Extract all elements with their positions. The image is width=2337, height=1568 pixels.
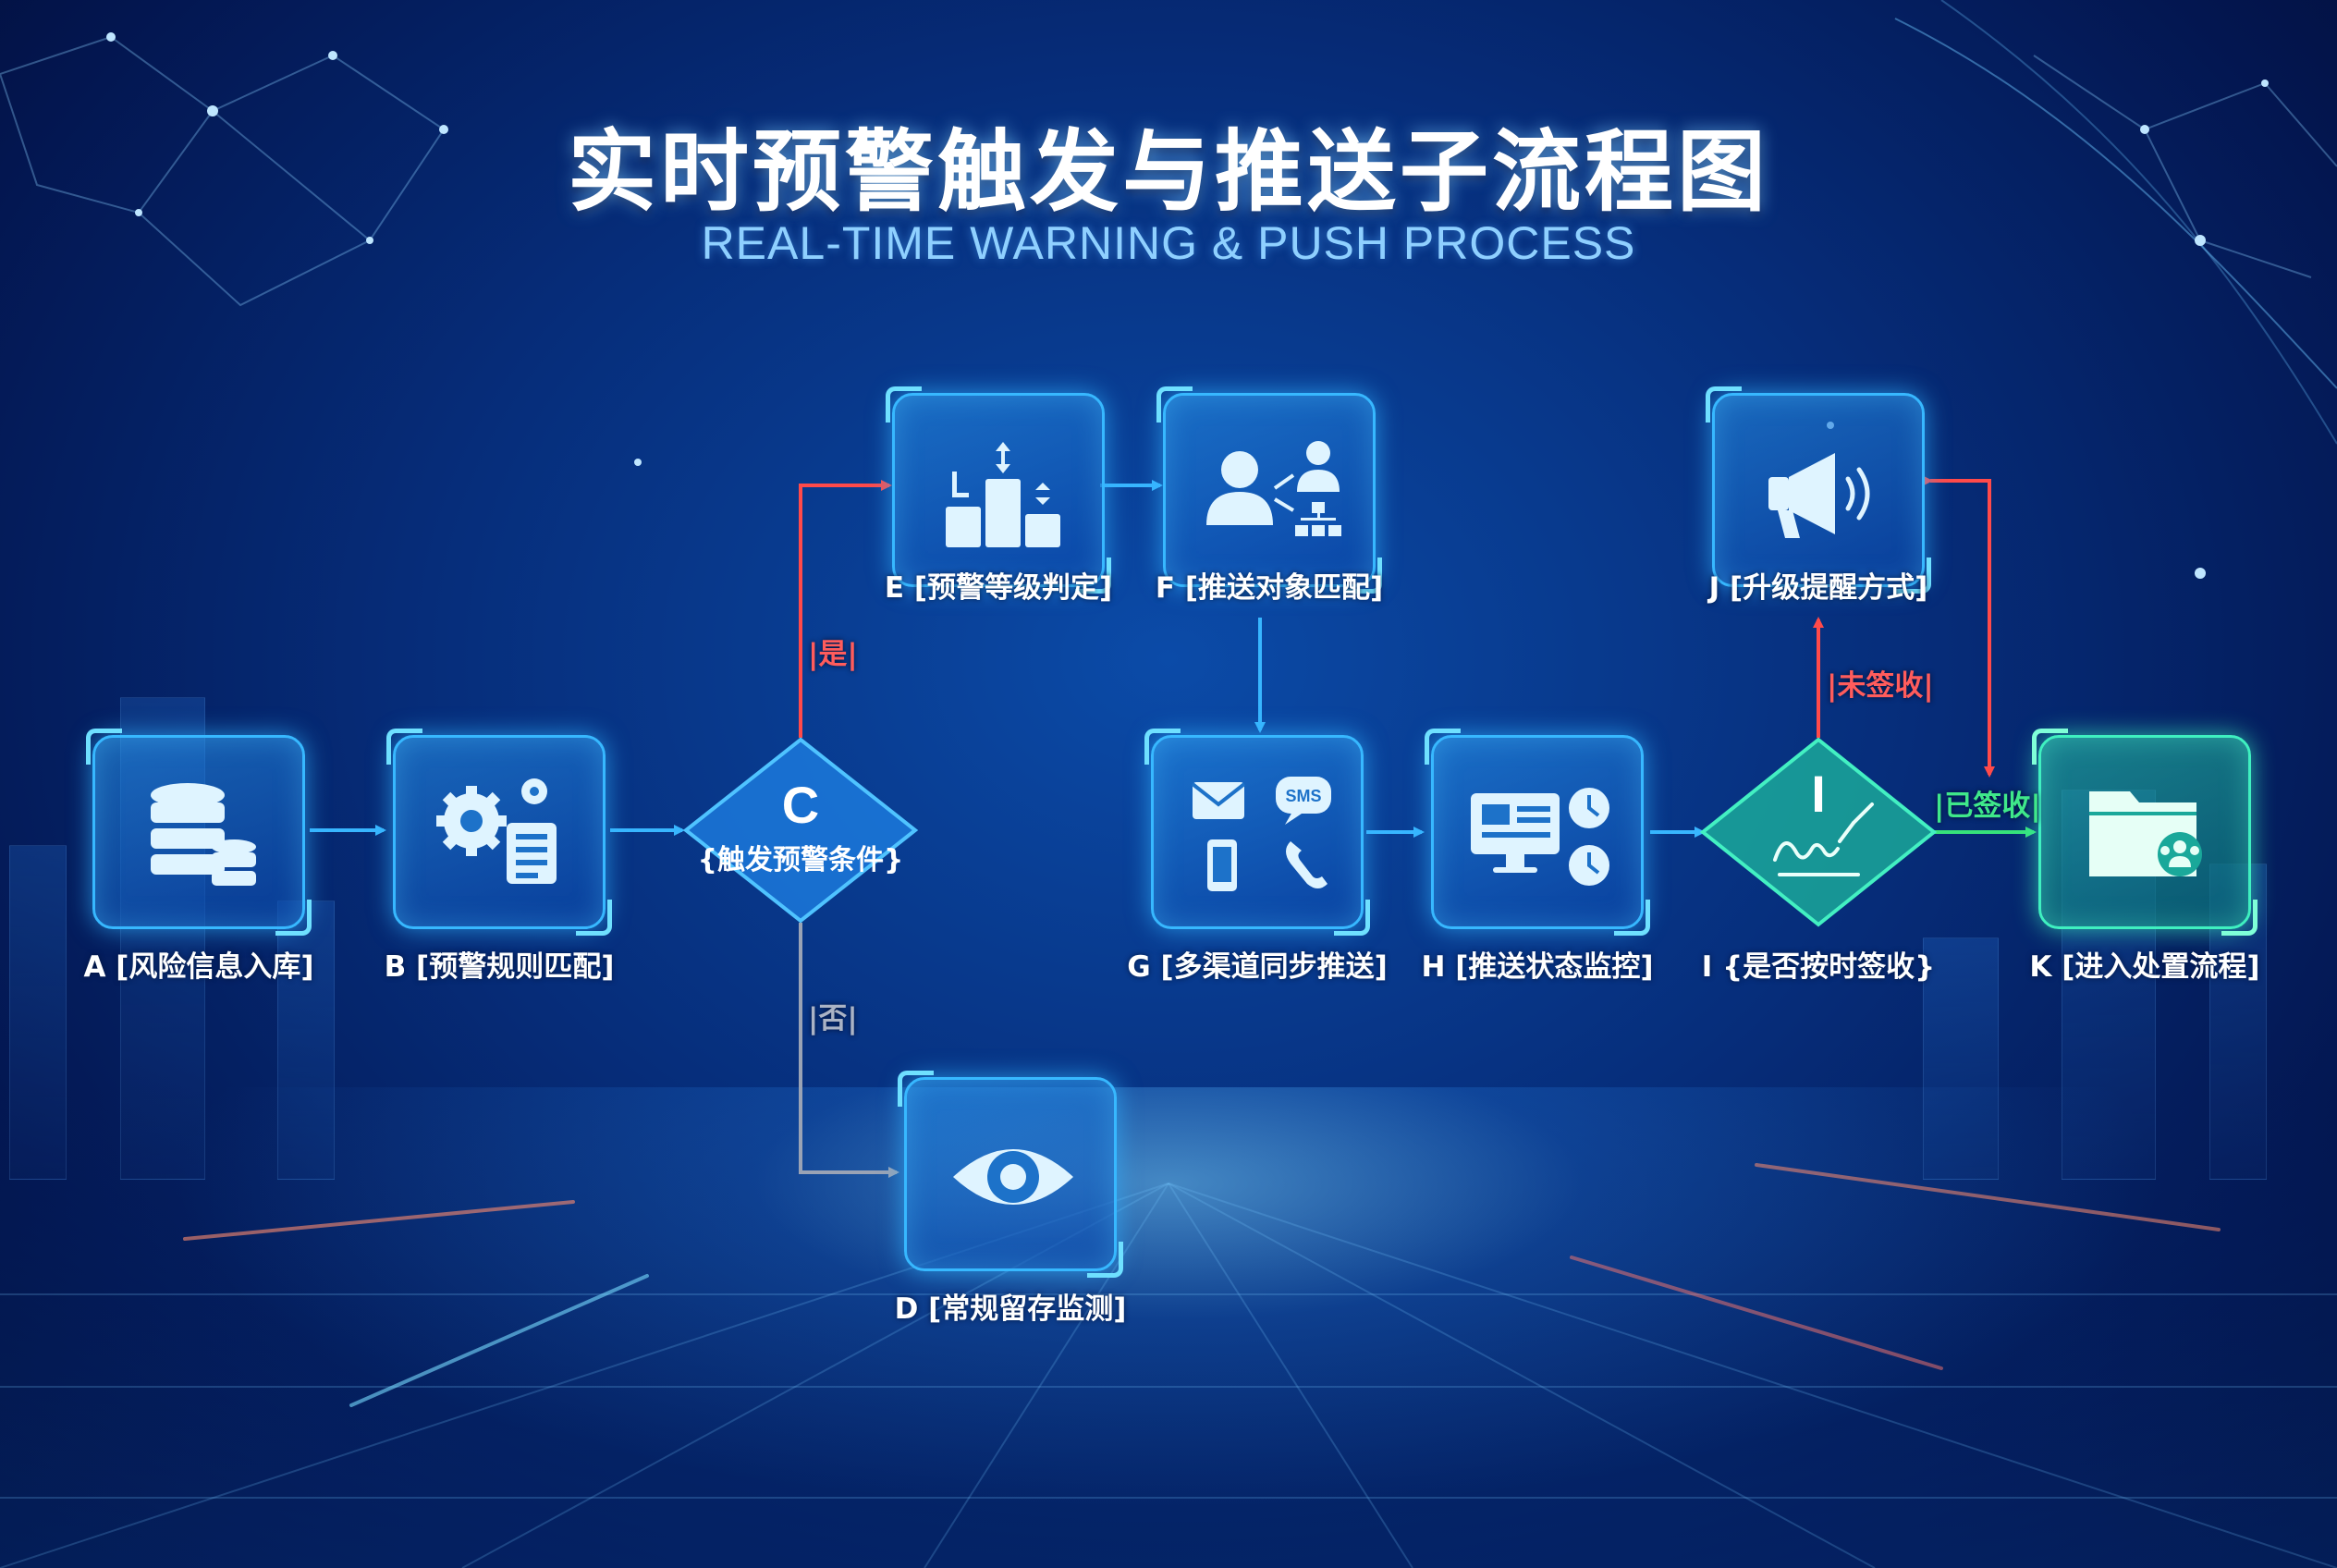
background-glow-floor — [0, 1087, 2337, 1568]
node-e-label: E [预警等级判定] — [884, 571, 1113, 605]
edge-j-k — [1922, 475, 1995, 778]
sms-icon-text: SMS — [1285, 787, 1321, 805]
node-c-label: {触发预警条件} — [697, 844, 904, 876]
node-h-label: H [推送状态监控] — [1421, 950, 1654, 984]
page-subtitle: REAL-TIME WARNING & PUSH PROCESS — [701, 217, 1636, 269]
node-j-escalate-reminder[interactable] — [1706, 386, 1931, 594]
edge-label-signed: |已签收| — [1934, 790, 2041, 823]
edge-label-no: |否| — [808, 1002, 858, 1035]
node-k-label: K [进入处置流程] — [2029, 950, 2260, 984]
megaphone-icon — [1768, 453, 1870, 538]
edge-label-yes: |是| — [808, 638, 858, 671]
edge-label-not-signed: |未签收| — [1827, 669, 1934, 703]
node-d-label: D [常规留存监测] — [894, 1292, 1127, 1326]
level-bars-icon — [946, 442, 1060, 547]
node-j-label: J [升级提醒方式] — [1708, 571, 1928, 605]
eye-icon — [953, 1149, 1073, 1205]
background-building — [277, 900, 335, 1180]
user-match-icon — [1206, 441, 1341, 536]
node-h-push-status-monitor[interactable] — [1425, 729, 1650, 936]
node-k-enter-disposal[interactable] — [2032, 729, 2257, 936]
background-building — [9, 845, 67, 1180]
node-a-label: A [风险信息入库] — [83, 950, 314, 984]
monitor-clock-icon — [1471, 788, 1609, 886]
node-c-letter: C — [781, 776, 820, 834]
multichannel-icon: SMS — [1191, 777, 1331, 891]
node-i-label: I {是否按时签收} — [1701, 950, 1936, 984]
node-f-label: F [推送对象匹配] — [1155, 571, 1384, 605]
node-d-routine-monitoring[interactable] — [898, 1071, 1123, 1278]
background-building — [1923, 937, 1999, 1180]
node-b-warning-rule-match[interactable] — [386, 729, 612, 936]
node-f-push-target-match[interactable] — [1156, 386, 1382, 594]
gears-document-icon — [436, 778, 557, 884]
folder-team-icon — [2089, 791, 2202, 876]
node-b-label: B [预警规则匹配] — [384, 950, 615, 984]
node-a-risk-info-storage[interactable] — [86, 729, 312, 936]
node-g-label: G [多渠道同步推送] — [1127, 950, 1388, 984]
page-title: 实时预警触发与推送子流程图 — [568, 120, 1769, 224]
database-icon — [151, 783, 256, 886]
node-i-letter: I — [1811, 765, 1826, 823]
edge-c-e — [799, 480, 892, 738]
node-g-multichannel-push[interactable]: SMS — [1144, 729, 1370, 936]
edge-c-d — [799, 923, 899, 1178]
node-e-warning-level[interactable] — [886, 386, 1111, 594]
